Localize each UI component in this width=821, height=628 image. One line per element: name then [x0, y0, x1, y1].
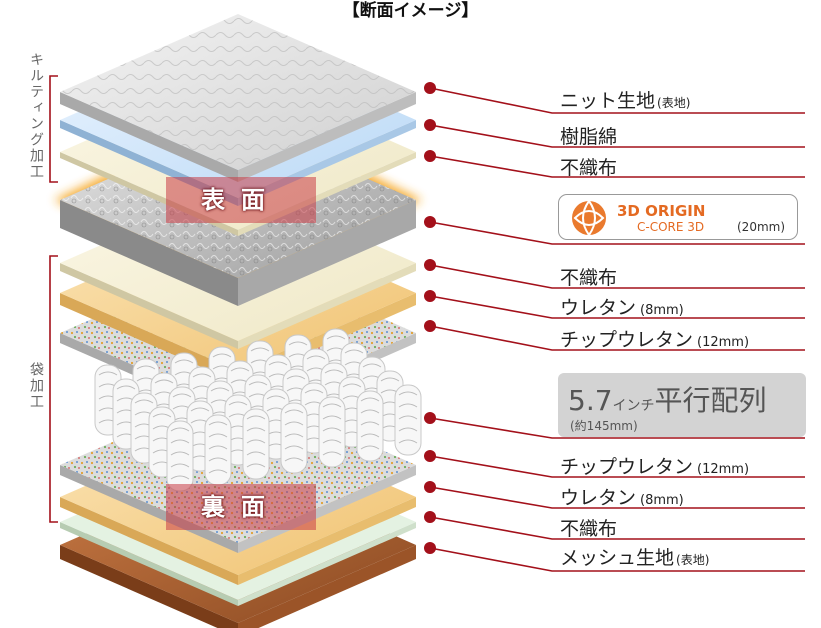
- layer-label-urethane-bottom: ウレタン(8mm): [560, 487, 684, 509]
- front-face-label: 表面: [166, 177, 316, 223]
- pocket-spring: [356, 390, 384, 462]
- pocket-spring: [166, 420, 194, 492]
- leader-line: [424, 119, 805, 148]
- pocket-springs: [94, 328, 422, 492]
- core-thickness: (20mm): [737, 220, 786, 234]
- leader-lines: [424, 82, 805, 572]
- spring-spec-main: 5.7インチ平行配列: [568, 384, 767, 417]
- spring-spec-height: (約145mm): [570, 419, 638, 433]
- leader-line: [424, 290, 805, 319]
- leader-line: [424, 320, 805, 351]
- pocket-spring: [280, 402, 308, 474]
- core-brand: 3D ORIGIN: [617, 202, 706, 220]
- layer-label-resin-cotton: 樹脂綿: [560, 126, 618, 148]
- pocket-group-label: 袋加工: [28, 362, 44, 410]
- quilting-bracket: [49, 75, 58, 183]
- 3d-origin-logo-icon: [572, 200, 606, 236]
- leader-line: [424, 82, 805, 114]
- leader-line: [424, 412, 805, 439]
- leader-line: [424, 216, 805, 245]
- layer-label-nonwoven-2: 不織布: [560, 267, 618, 289]
- leader-line: [424, 150, 805, 178]
- layer-label-nonwoven-bottom: 不織布: [560, 518, 618, 540]
- layer-knit-fabric: [60, 14, 416, 182]
- layer-label-chip-urethane-bottom: チップウレタン(12mm): [560, 456, 750, 478]
- layer-label-nonwoven-top: 不織布: [560, 157, 618, 179]
- diagram-title: 【断面イメージ】: [342, 1, 479, 21]
- pocket-spring: [204, 414, 232, 486]
- leader-line: [424, 450, 805, 478]
- layer-label-urethane-top: ウレタン(8mm): [560, 297, 684, 319]
- pocket-spring: [242, 408, 270, 480]
- spring-spec-box: 5.7インチ平行配列 (約145mm): [558, 373, 806, 437]
- core-product: C-CORE 3D: [637, 220, 705, 234]
- pocket-spring: [318, 396, 346, 468]
- group-brackets: [49, 75, 58, 523]
- leader-line: [424, 511, 805, 540]
- leader-line: [424, 259, 805, 289]
- layer-label-knit: ニット生地(表地): [560, 90, 691, 112]
- layer-label-chip-urethane-top: チップウレタン(12mm): [560, 329, 750, 351]
- back-face-label: 裏面: [166, 484, 316, 530]
- leader-line: [424, 542, 805, 572]
- leader-line: [424, 481, 805, 509]
- core-3d-badge: 3D ORIGIN C-CORE 3D (20mm): [558, 194, 798, 240]
- pocket-spring: [394, 384, 422, 456]
- pocket-bracket: [49, 255, 58, 523]
- quilting-group-label: キルティング加工: [28, 52, 44, 180]
- layer-label-mesh: メッシュ生地(表地): [560, 547, 710, 569]
